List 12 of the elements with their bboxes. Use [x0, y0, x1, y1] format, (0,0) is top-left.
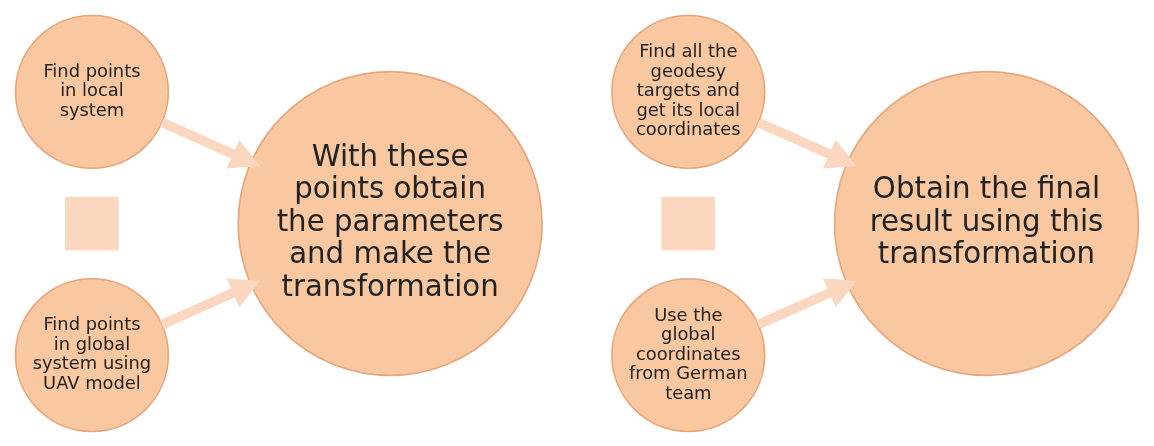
node-circle: Find all the geodesy targets and get its local coordinates	[611, 14, 766, 169]
node-circle: Obtain the final result using this transformation	[833, 70, 1140, 376]
arrow	[160, 117, 261, 168]
node-circle: With these points obtain the parameters and make the transformation	[237, 70, 543, 376]
node-plus	[65, 196, 119, 250]
arrow	[160, 278, 261, 329]
node-circle: Find points in local system	[14, 14, 170, 169]
arrow	[756, 117, 857, 168]
node-circle: Use the global coordinates from German team	[611, 277, 766, 432]
arrow	[756, 278, 857, 329]
node-circle: Find points in global system using UAV model	[14, 277, 170, 432]
node-plus	[661, 196, 716, 250]
